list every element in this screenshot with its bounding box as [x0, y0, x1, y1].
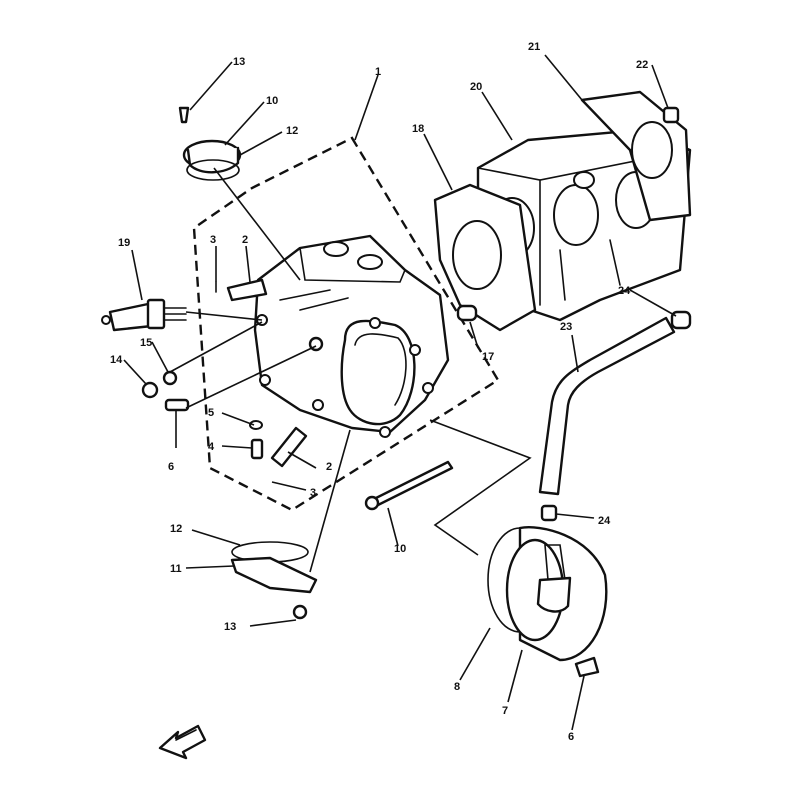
callout-c21: 21: [528, 41, 540, 53]
callout-c24a: 24: [618, 285, 631, 297]
callout-c22: 22: [636, 59, 648, 71]
nut: [141, 381, 159, 399]
assembly-boundary: [192, 136, 500, 512]
callout-c14: 14: [110, 354, 123, 366]
cylinder-gasket: [433, 183, 537, 332]
callout-c12b: 12: [170, 523, 182, 535]
callout-c1: 1: [375, 66, 381, 78]
top-gasket: [580, 90, 692, 222]
sensor: [101, 298, 187, 332]
callout-c3b: 3: [310, 487, 316, 499]
fitting-lower: [164, 398, 308, 468]
callout-c20: 20: [470, 81, 482, 93]
bottom-cover: [230, 541, 318, 620]
callout-c11: 11: [170, 563, 182, 575]
direction-arrow-icon: [158, 724, 207, 760]
top-cover: [178, 106, 242, 181]
leader-lines: [123, 54, 677, 731]
callout-c6b: 6: [568, 731, 574, 743]
hose: [538, 310, 692, 522]
crankcase: [253, 234, 450, 438]
callout-c6a: 6: [168, 461, 174, 473]
assembly-connector: [429, 419, 532, 556]
washer: [162, 370, 178, 386]
callout-c3a: 3: [210, 234, 216, 246]
pipe-fitting: [456, 304, 478, 322]
callout-c10b: 10: [394, 543, 406, 555]
callout-c10a: 10: [266, 95, 278, 107]
callout-c2a: 2: [242, 234, 248, 246]
callout-c7: 7: [502, 705, 508, 717]
callout-c18: 18: [412, 123, 424, 135]
callout-labels: 13 10 12 1 21 22 20 18 3 2 19 24 23 16 1…: [110, 41, 648, 743]
callout-c24b: 24: [598, 515, 611, 527]
long-bolt: [364, 460, 454, 511]
plug: [662, 106, 680, 124]
callout-c13a: 13: [233, 56, 245, 68]
fitting-upper: [215, 278, 268, 302]
callout-c2b: 2: [326, 461, 332, 473]
reservoir: [487, 526, 608, 678]
callout-c19: 19: [118, 237, 130, 249]
callout-c13b: 13: [224, 621, 236, 633]
callout-c15: 15: [140, 337, 152, 349]
callout-c17: 17: [482, 351, 494, 363]
callout-c12a: 12: [286, 125, 298, 137]
callout-c8: 8: [454, 681, 460, 693]
callout-c4: 4: [208, 441, 215, 453]
callout-c23: 23: [560, 321, 572, 333]
callout-c5: 5: [208, 407, 214, 419]
